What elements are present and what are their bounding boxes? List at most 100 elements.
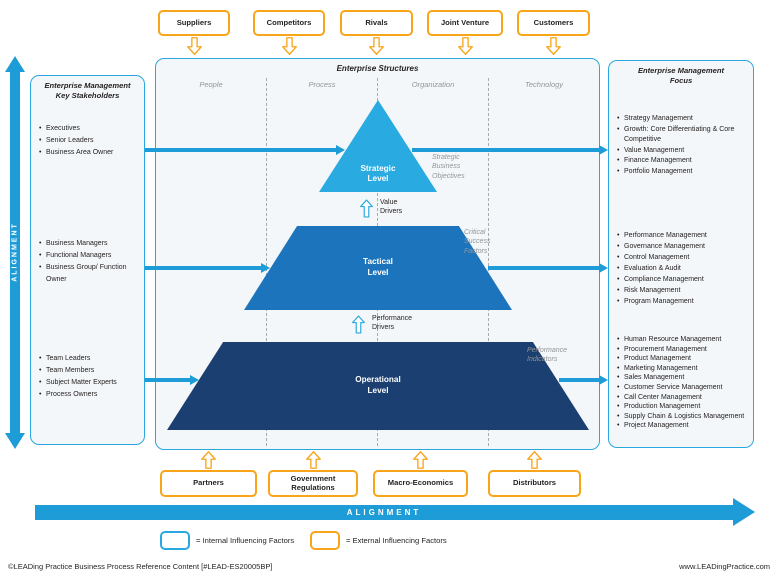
pyramid-tactical-level: Tactical Level <box>244 226 512 310</box>
focus-item: Portfolio Management <box>616 167 750 178</box>
focus-item: Marketing Management <box>616 364 750 374</box>
stakeholder-item: Executives <box>38 123 141 135</box>
tactical-annotation: Critical Success Factors <box>464 229 491 255</box>
strategic-arrow-left <box>145 148 336 152</box>
focus-item: Product Management <box>616 354 750 364</box>
arrow-right-icon <box>733 498 755 526</box>
tactical-level-label: Tactical Level <box>363 257 393 277</box>
stakeholder-item: Business Managers <box>38 238 141 250</box>
operational-annotation: Performance Indicators <box>527 347 568 364</box>
arrow-down-icon <box>546 37 561 55</box>
focus-item: Customer Service Management <box>616 383 750 393</box>
tactical-arrow-right <box>488 266 599 270</box>
legend-internal-swatch <box>160 531 190 550</box>
focus-item: Sales Management <box>616 373 750 383</box>
footer-website-link[interactable]: www.LEADingPractice.com <box>679 562 770 571</box>
factor-box-macro-economics: Macro-Economics <box>373 470 468 497</box>
operational-arrow-right <box>559 378 599 382</box>
focus-item: Production Management <box>616 402 750 412</box>
stakeholder-group-tactical: Business Managers Functional Managers Bu… <box>38 238 141 286</box>
vertical-alignment-arrow <box>10 71 20 433</box>
focus-item: Call Center Management <box>616 393 750 403</box>
arrow-down-icon <box>369 37 384 55</box>
focus-item: Finance Management <box>616 156 750 167</box>
stakeholder-item: Business Group/ Function Owner <box>38 262 141 286</box>
arrow-up-icon <box>413 451 428 469</box>
factor-box-distributors: Distributors <box>488 470 581 497</box>
stakeholder-item: Subject Matter Experts <box>38 377 141 389</box>
arrow-right-icon <box>599 145 608 155</box>
performance-drivers-label: Performance Drivers <box>372 315 413 332</box>
focus-panel: Enterprise Management Focus Strategy Man… <box>608 60 754 448</box>
column-label-organization: Organization <box>411 80 455 89</box>
arrow-down-icon <box>282 37 297 55</box>
column-divider <box>266 78 267 446</box>
strategic-annotation: Strategic Business Objectives <box>432 154 465 180</box>
factor-box-government-regulations: Government Regulations <box>268 470 358 497</box>
focus-item: Growth: Core Differentiating & Core Comp… <box>616 125 750 146</box>
legend-internal-label: = Internal Influencing Factors <box>196 536 295 545</box>
legend-external-swatch <box>310 531 340 550</box>
operational-arrow-left <box>145 378 190 382</box>
arrow-up-icon <box>527 451 542 469</box>
structures-panel-title: Enterprise Structures <box>336 64 419 73</box>
focus-item: Strategy Management <box>616 114 750 125</box>
column-divider <box>488 78 489 446</box>
stakeholders-panel-title: Enterprise Management Key Stakeholders <box>44 81 131 100</box>
stakeholder-item: Senior Leaders <box>38 135 141 147</box>
focus-item: Evaluation & Audit <box>616 263 750 274</box>
operational-level-label: Operational Level <box>355 375 401 395</box>
arrow-down-icon <box>5 433 25 449</box>
focus-item: Value Management <box>616 146 750 157</box>
focus-panel-title: Enterprise Management Focus <box>637 66 725 85</box>
stakeholder-item: Business Area Owner <box>38 147 141 159</box>
factor-box-joint-venture: Joint Venture <box>427 10 503 36</box>
factor-box-partners: Partners <box>160 470 257 497</box>
strategic-arrow-right <box>412 148 600 152</box>
footer-copyright: ©LEADing Practice Business Process Refer… <box>8 562 273 571</box>
arrow-down-icon <box>187 37 202 55</box>
focus-item: Governance Management <box>616 241 750 252</box>
stakeholder-item: Process Owners <box>38 389 141 401</box>
stakeholders-panel: Enterprise Management Key Stakeholders E… <box>30 75 145 445</box>
factor-box-competitors: Competitors <box>253 10 325 36</box>
value-drivers-label: Value Drivers <box>380 199 403 216</box>
arrow-right-icon <box>599 375 608 385</box>
factor-box-suppliers: Suppliers <box>158 10 230 36</box>
arrow-right-icon <box>190 375 199 385</box>
focus-item: Program Management <box>616 296 750 307</box>
focus-group-strategic: Strategy Management Growth: Core Differe… <box>616 114 750 177</box>
driver-arrow-up-icon <box>360 199 373 218</box>
factor-box-rivals: Rivals <box>340 10 413 36</box>
focus-item: Performance Management <box>616 230 750 241</box>
arrow-up-icon <box>5 56 25 72</box>
arrow-up-icon <box>201 451 216 469</box>
horizontal-alignment-arrow: ALIGNMENT <box>35 505 733 520</box>
strategic-level-label: Strategic Level <box>360 163 396 184</box>
focus-group-operational: Human Resource Management Procurement Ma… <box>616 335 750 431</box>
vertical-alignment-label: ALIGNMENT <box>11 222 19 282</box>
horizontal-alignment-label: ALIGNMENT <box>346 508 422 517</box>
legend-external-label: = External Influencing Factors <box>346 536 447 545</box>
pyramid-operational-level: Operational Level <box>167 342 589 430</box>
focus-group-tactical: Performance Management Governance Manage… <box>616 230 750 307</box>
driver-arrow-up-icon <box>352 315 365 334</box>
arrow-right-icon <box>599 263 608 273</box>
stakeholder-item: Team Members <box>38 365 141 377</box>
focus-item: Supply Chain & Logistics Management <box>616 412 750 422</box>
arrow-down-icon <box>458 37 473 55</box>
arrow-right-icon <box>261 263 270 273</box>
stakeholder-item: Functional Managers <box>38 250 141 262</box>
stakeholder-item: Team Leaders <box>38 353 141 365</box>
column-label-people: People <box>199 80 223 89</box>
focus-item: Project Management <box>616 421 750 431</box>
column-label-technology: Technology <box>524 80 564 89</box>
arrow-right-icon <box>336 145 345 155</box>
column-label-process: Process <box>308 80 336 89</box>
focus-item: Procurement Management <box>616 345 750 355</box>
focus-item: Control Management <box>616 252 750 263</box>
stakeholder-group-operational: Team Leaders Team Members Subject Matter… <box>38 353 141 401</box>
arrow-up-icon <box>306 451 321 469</box>
focus-item: Risk Management <box>616 285 750 296</box>
